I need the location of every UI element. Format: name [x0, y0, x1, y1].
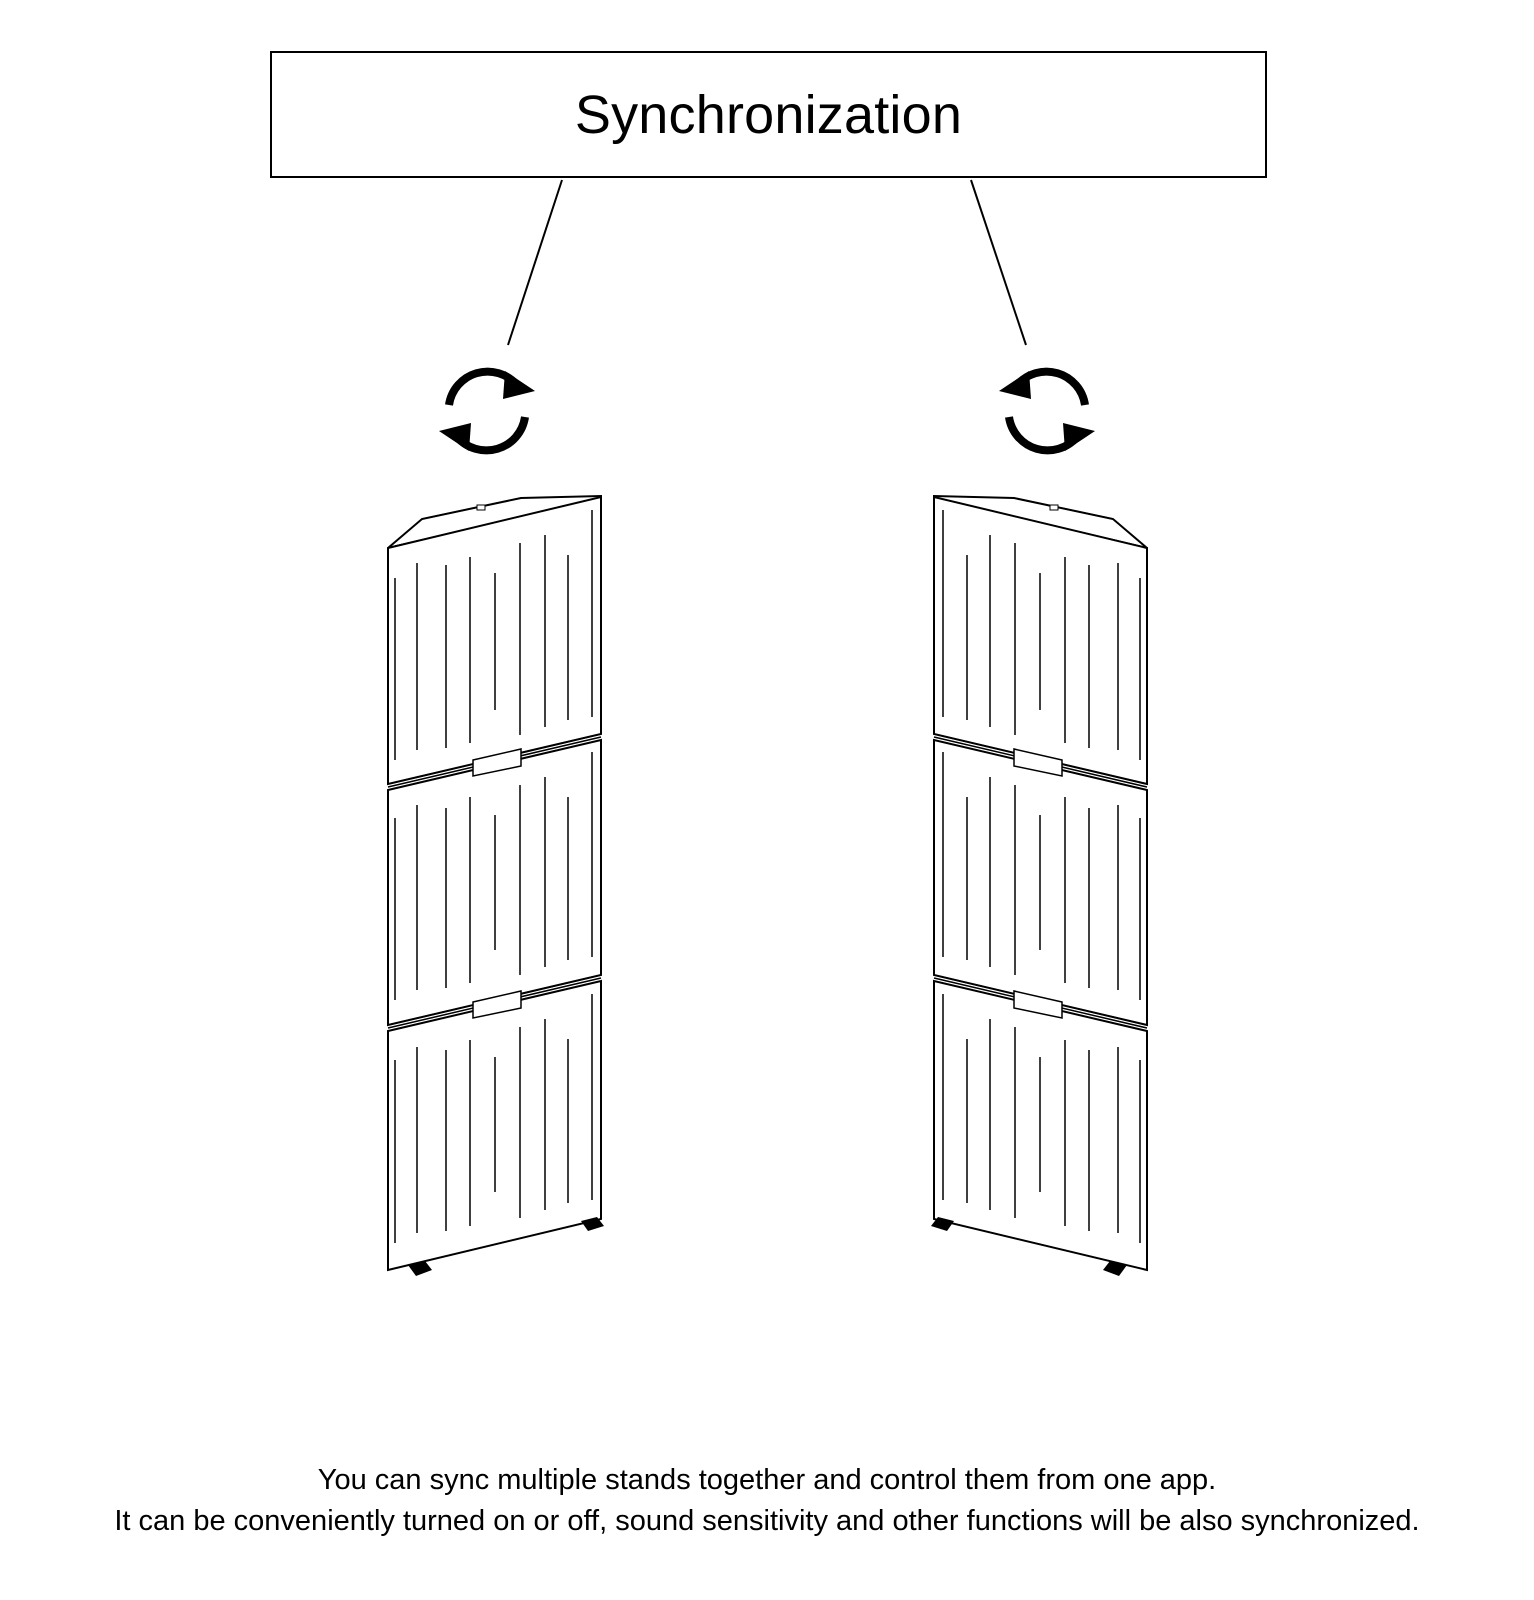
title-box: Synchronization	[270, 51, 1267, 178]
caption-line-2: It can be conveniently turned on or off,…	[114, 1505, 1420, 1537]
left-stand	[387, 495, 605, 1277]
diagram-title: Synchronization	[574, 84, 963, 145]
sync-icon	[999, 371, 1095, 451]
left-connector-line	[507, 179, 563, 346]
right-stand	[930, 495, 1148, 1277]
right-connector-line	[970, 179, 1027, 346]
sync-icon	[439, 371, 535, 451]
caption-line-1: You can sync multiple stands together an…	[317, 1464, 1217, 1496]
caption: You can sync multiple stands together an…	[0, 1460, 1534, 1542]
